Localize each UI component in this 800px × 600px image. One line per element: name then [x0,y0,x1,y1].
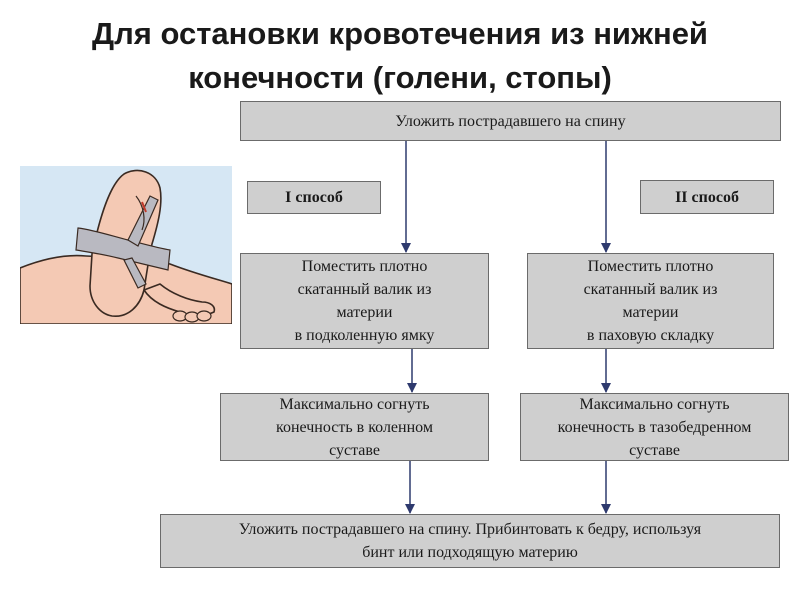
method-2-step-1-line-4: в паховую складку [586,327,715,344]
method-1-label-text: I способ [285,189,343,206]
bottom-instruction-line-2: бинт или подходящую материю [362,544,578,561]
title-line-1: Для остановки кровотечения из нижней [91,16,708,51]
method-2-step-2-box: Максимально согнуть конечность в тазобед… [520,393,789,461]
method-1-step-1-line-1: Поместить плотно [301,258,428,275]
page-title: Для остановки кровотечения из нижней кон… [0,12,800,100]
method-2-step-2-line-3: суставе [629,441,680,459]
method-1-step-2-line-2: конечность в коленном [276,418,433,436]
title-line-2: конечности (голени, стопы) [188,60,612,95]
method-1-step-2-box: Максимально согнуть конечность в коленно… [220,393,489,461]
method-1-step-1-line-2: скатанный валик из [297,281,432,298]
method-1-step-2-line-1: Максимально согнуть [279,395,430,413]
method-1-step-1-box: Поместить плотно скатанный валик из мате… [240,253,489,349]
method-2-step-1-line-2: скатанный валик из [583,281,718,298]
method-1-step-1-line-4: в подколенную ямку [294,327,435,344]
top-instruction-box: Уложить пострадавшего на спину [240,101,781,141]
method-2-step-1-line-3: материи [622,304,679,321]
method-2-label-text: II способ [675,188,739,206]
method-1-step-2-line-3: суставе [329,441,380,459]
method-2-step-1-line-1: Поместить плотно [587,258,714,275]
method-2-step-2-line-2: конечность в тазобедренном [557,418,752,436]
bottom-instruction-box: Уложить пострадавшего на спину. Прибинто… [160,514,780,568]
method-2-label: II способ [640,180,774,214]
leg-bandage-illustration [20,166,232,324]
method-1-step-1-line-3: материи [336,304,393,321]
method-2-step-1-box: Поместить плотно скатанный валик из мате… [527,253,774,349]
bottom-instruction-line-1: Уложить пострадавшего на спину. Прибинто… [238,521,702,538]
top-instruction-text: Уложить пострадавшего на спину [395,112,626,130]
method-2-step-2-line-1: Максимально согнуть [579,395,730,413]
method-1-label: I способ [247,181,381,214]
